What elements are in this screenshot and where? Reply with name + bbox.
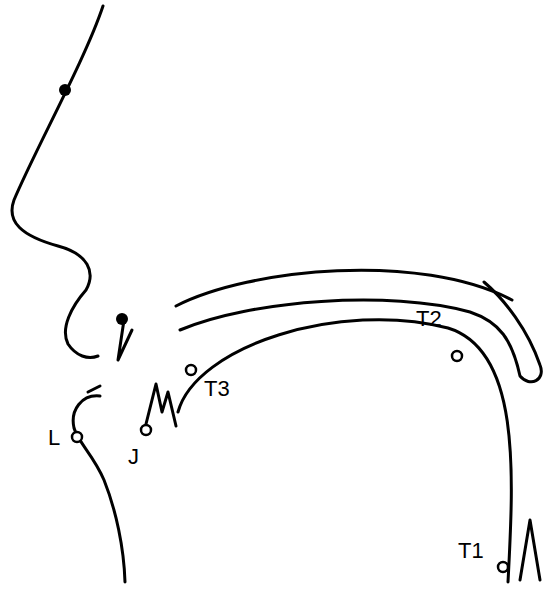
incisor (145, 384, 176, 428)
point-label: L (48, 427, 60, 449)
eye-dot (59, 84, 71, 96)
upper-lip-edge (88, 386, 100, 392)
marker-L (72, 432, 82, 442)
nostril-stroke (118, 320, 132, 360)
marker-T1 (498, 562, 508, 572)
lower-lip (73, 396, 125, 582)
marker-T2 (452, 351, 462, 361)
tongue-contour (178, 320, 511, 582)
point-label: T1 (458, 540, 484, 562)
face-profile (12, 6, 103, 358)
nose-dot (116, 313, 128, 325)
velum (180, 282, 541, 382)
epiglottis (520, 520, 540, 580)
point-label: T3 (204, 378, 230, 400)
marker-T3 (186, 365, 196, 375)
point-label: T2 (416, 308, 442, 330)
point-label: J (128, 446, 139, 468)
marker-J (141, 425, 151, 435)
